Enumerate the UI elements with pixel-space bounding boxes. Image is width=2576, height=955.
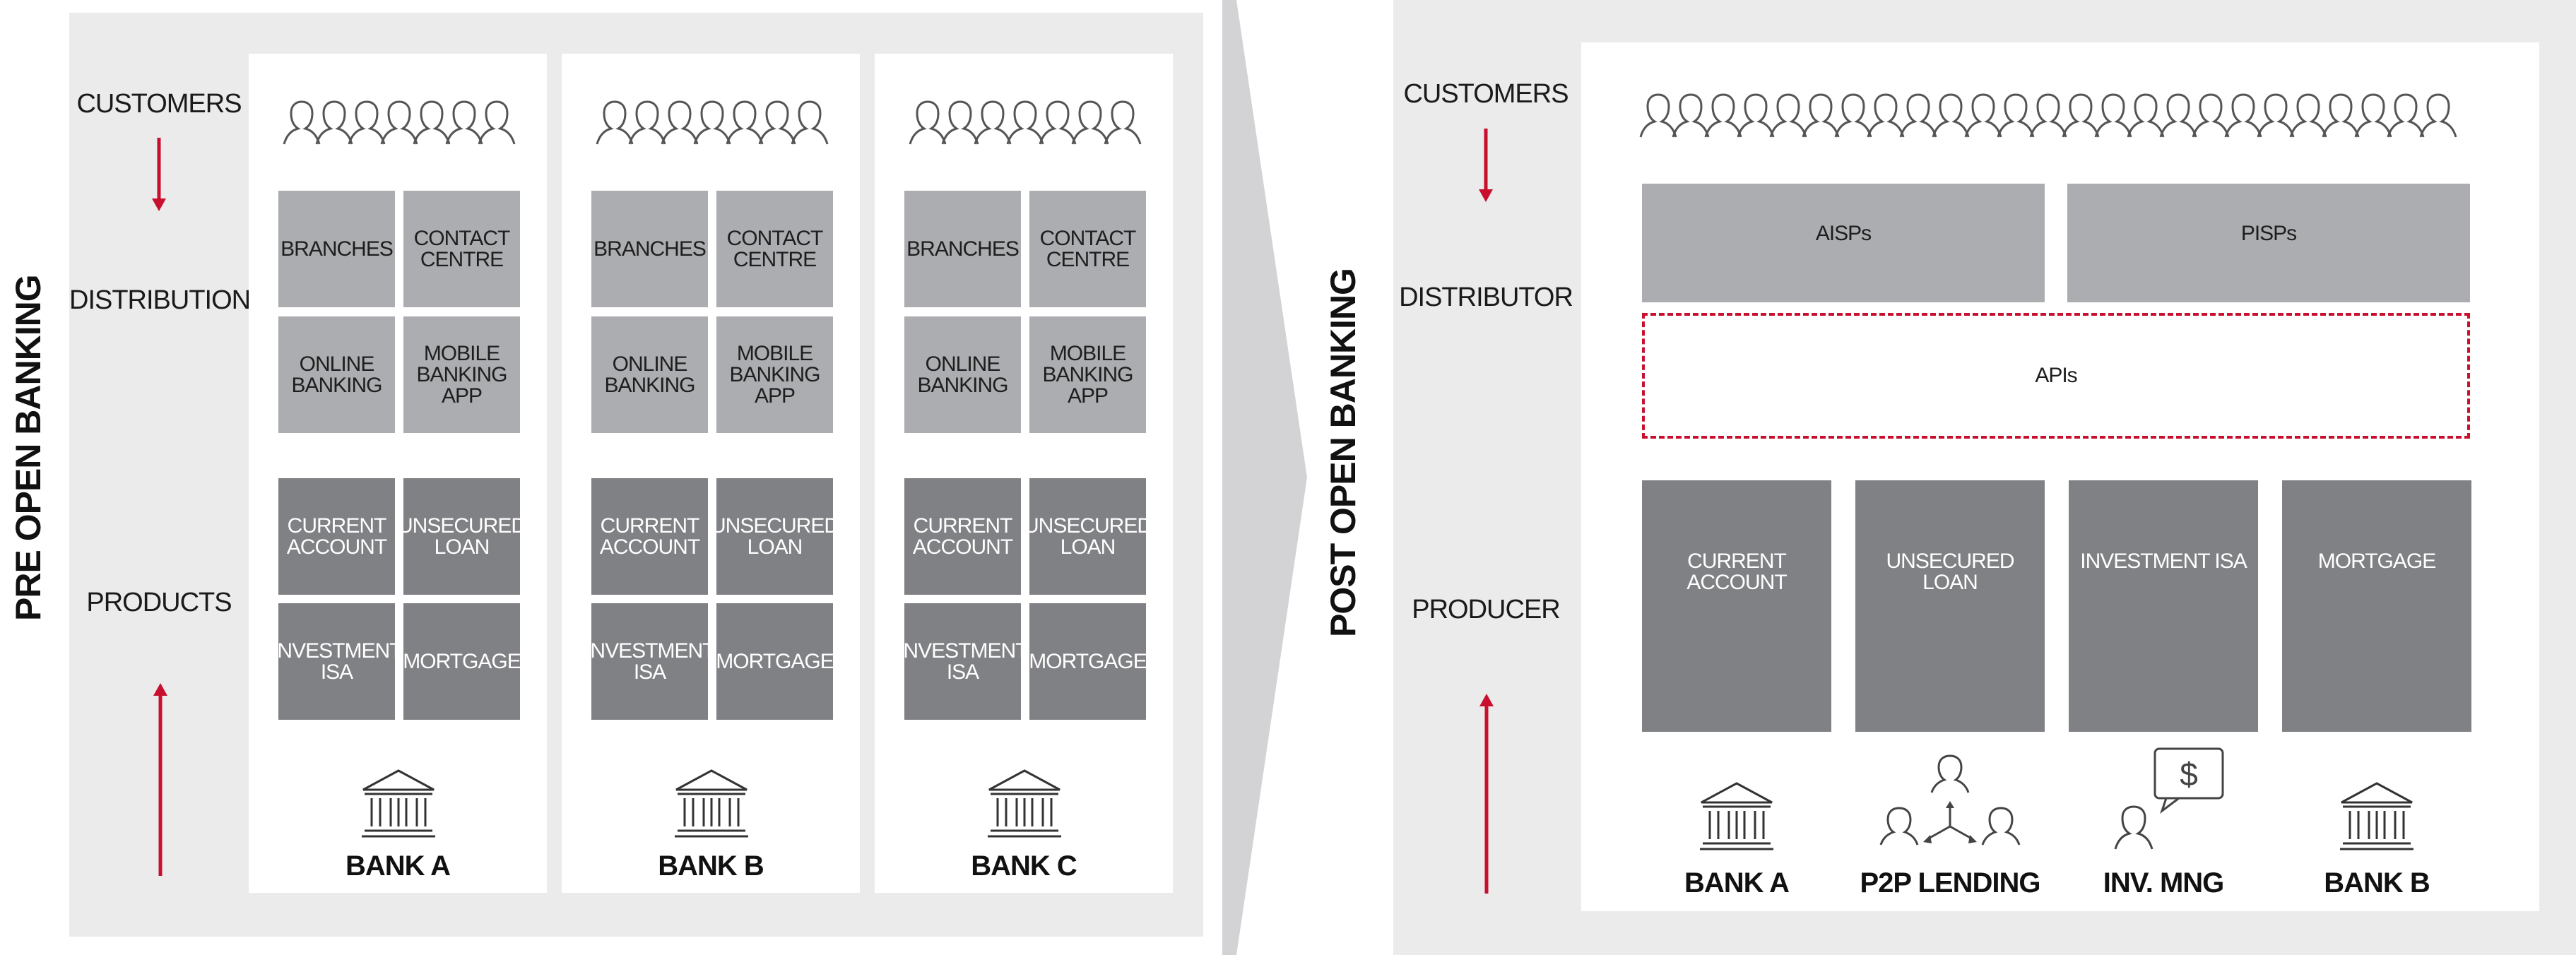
pre-customers-label: CUSTOMERS [76,89,242,119]
apis-layer: APIs [1642,313,2470,439]
contact-centre-box: CONTACT CENTRE [1029,191,1146,307]
producer-name: BANK A [1684,867,1790,898]
online-banking-box: ONLINE BANKING [278,316,395,433]
pre-open-banking-title: PRE OPEN BANKING [8,275,48,621]
unsecured-loan-box: UNSECURED LOAN [1855,480,2045,732]
contact-centre-box: CONTACT CENTRE [403,191,520,307]
bank-building-icon [988,769,1061,838]
mobile-banking-app-box: MOBILE BANKING APP [1029,316,1146,433]
investment-isa-box: INVESTMENT ISA [2069,480,2258,732]
post-up-arrow [1479,694,1494,894]
advisor-dollar-icon: $ [2114,747,2224,850]
producer-name: BANK B [2324,867,2430,898]
bank-name: BANK C [971,850,1077,882]
producer-name: INV. MNG [2103,867,2225,898]
svg-text:$: $ [2180,756,2198,793]
bank-c-column: BRANCHES CONTACT CENTRE ONLINE BANKING M… [875,54,1173,893]
mortgage-box: MORTGAGE [716,603,834,720]
contact-centre-box: CONTACT CENTRE [716,191,833,307]
current-account-box: CURRENT ACCOUNT [278,478,395,595]
people-crowd-icon [596,100,829,145]
post-producer-label: PRODUCER [1412,595,1560,624]
bank-b-column: BRANCHES CONTACT CENTRE ONLINE BANKING M… [562,54,860,893]
bank-building-icon [362,769,435,838]
mobile-banking-app-box: MOBILE BANKING APP [403,316,520,433]
people-crowd-icon [909,100,1142,145]
mortgage-box: MORTGAGE [403,603,521,720]
pisps-box: PISPs [2067,184,2470,302]
online-banking-box: ONLINE BANKING [591,316,708,433]
bank-name: BANK A [345,850,451,882]
current-account-box: CURRENT ACCOUNT [1642,480,1831,732]
branches-box: BRANCHES [278,191,395,307]
branches-box: BRANCHES [904,191,1021,307]
mortgage-box: MORTGAGE [2282,480,2471,732]
bank-building-icon [1700,782,1773,850]
current-account-box: CURRENT ACCOUNT [591,478,708,595]
investment-isa-box: INVESTMENT ISA [585,603,715,720]
transition-chevron [1215,0,1307,955]
producer-name: P2P LENDING [1860,867,2041,898]
aisps-box: AISPs [1642,184,2045,302]
current-account-box: CURRENT ACCOUNT [904,478,1021,595]
unsecured-loan-box: UNSECURED LOAN [1024,478,1152,595]
bank-building-icon [2340,782,2413,850]
pre-down-arrow [152,138,166,211]
unsecured-loan-box: UNSECURED LOAN [398,478,526,595]
bank-a-column: BRANCHES CONTACT CENTRE ONLINE BANKING M… [249,54,547,893]
bank-name: BANK B [658,850,764,882]
post-open-banking-title: POST OPEN BANKING [1323,268,1363,637]
people-crowd-icon [283,100,516,145]
pre-distribution-label: DISTRIBUTION [69,285,251,315]
post-customers-label: CUSTOMERS [1403,79,1568,109]
unsecured-loan-box: UNSECURED LOAN [711,478,839,595]
mortgage-box: MORTGAGE [1029,603,1147,720]
pre-up-arrow [153,683,167,876]
bank-building-icon [675,769,748,838]
post-down-arrow [1479,129,1493,202]
p2p-network-icon [1879,754,2021,846]
investment-isa-box: INVESTMENT ISA [898,603,1028,720]
investment-isa-box: INVESTMENT ISA [272,603,402,720]
mobile-banking-app-box: MOBILE BANKING APP [716,316,833,433]
post-distributor-label: DISTRIBUTOR [1399,283,1573,312]
post-main-area: AISPs PISPs APIs CURRENT ACCOUNT UNSECUR… [1581,42,2539,911]
people-crowd-icon [1639,93,2457,138]
branches-box: BRANCHES [591,191,708,307]
online-banking-box: ONLINE BANKING [904,316,1021,433]
pre-products-label: PRODUCTS [86,588,232,617]
